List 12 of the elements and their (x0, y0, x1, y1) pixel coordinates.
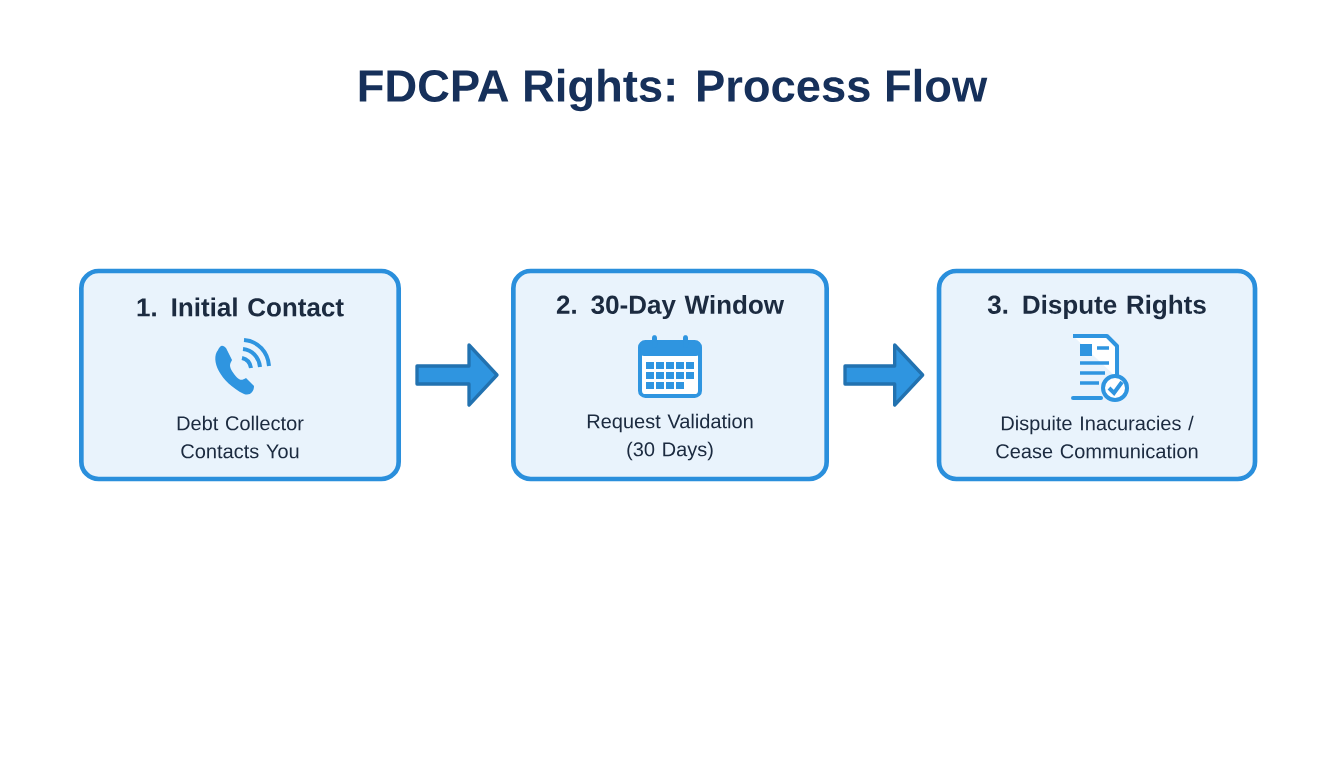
node-label: 1. Initial Contact (137, 297, 344, 317)
node-label: Dispuite Inacuracies / Cease Communication (996, 415, 1198, 459)
node-label: 2. 30-Day Window (556, 294, 785, 320)
step-box: 3. Dispute Rights Dispuite Inacuracies / Cease Communication (936, 268, 1258, 482)
title: FDCPA Rights: Process Flow (359, 68, 988, 112)
node-label: Request Validation (30 Days) (587, 413, 753, 461)
block-arrow (843, 343, 925, 407)
block-arrow (415, 343, 499, 407)
node-label: Debt Collector Contacts You (177, 415, 304, 459)
step-box: 2. 30-Day Window Request Validation (30 Days) (511, 268, 829, 482)
node-label: 3. Dispute Rights (987, 294, 1206, 320)
step-box: 1. Initial Contact Debt Collector Contacts You (79, 268, 401, 482)
